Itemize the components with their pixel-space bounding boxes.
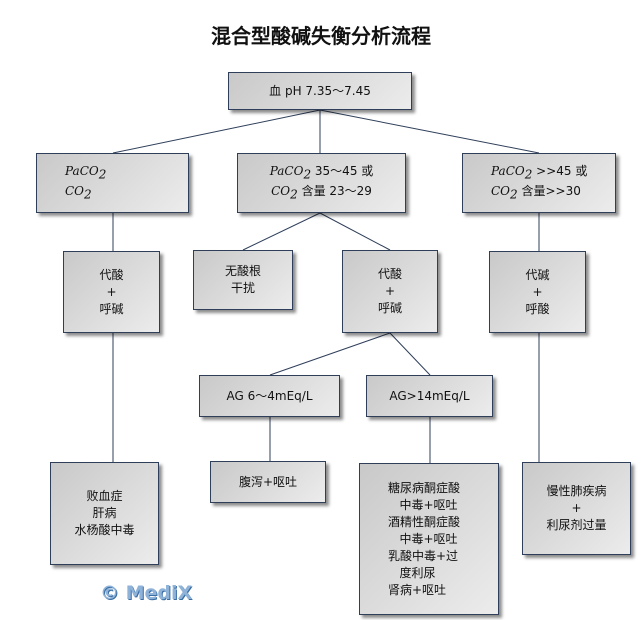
subscript: 2 (303, 167, 312, 181)
subscript: 2 (98, 167, 107, 181)
ag-normal-box: AG 6～4mEq/L (199, 375, 340, 417)
diagram-title: 混合型酸碱失衡分析流程 (211, 24, 431, 48)
co2-range: 含量 23～29 (297, 184, 372, 198)
paco2-range: >>45 或 (532, 163, 588, 178)
metabolic-acidosis-resp-alkalosis-left: 代酸 + 呼碱 (63, 251, 160, 333)
paco2-range: 35～45 或 (311, 163, 374, 178)
connector (319, 109, 540, 154)
connector (242, 212, 321, 251)
paco2-high-box: PaCO2 >>45 或 CO2 含量>>30 (462, 153, 616, 213)
co2-range: 含量>>30 (517, 184, 581, 198)
metabolic-acidosis-resp-alkalosis-mid: 代酸 + 呼碱 (342, 250, 438, 333)
subscript: 2 (524, 167, 533, 181)
connector (269, 332, 391, 376)
diarrhea-vomiting-box: 腹泻+呕吐 (210, 461, 326, 503)
connector (319, 212, 391, 251)
subscript: 2 (84, 187, 92, 202)
causes-right-box: 慢性肺疾病 + 利尿剂过量 (522, 462, 631, 555)
root-ph-box: 血 pH 7.35～7.45 (228, 72, 412, 110)
no-anion-interference-box: 无酸根 干扰 (193, 250, 293, 310)
paco2-label: PaCO (269, 163, 304, 178)
paco2-normal-box: PaCO2 35～45 或 CO2 含量 23～29 (237, 153, 406, 213)
subscript: 2 (510, 187, 518, 202)
metabolic-alkalosis-resp-acidosis: 代碱 + 呼酸 (489, 251, 586, 333)
paco2-label: PaCO (65, 163, 99, 178)
paco2-left-box: PaCO2 CO2 (36, 153, 189, 213)
connector (389, 332, 431, 376)
high-ag-causes-box: 糖尿病酮症酸 中毒+呕吐 酒精性酮症酸 中毒+呕吐 乳酸中毒+过 度利尿 肾病+… (359, 463, 499, 615)
co2-label: CO (65, 184, 85, 198)
co2-label: CO (271, 184, 291, 198)
causes-left-box: 败血症 肝病 水杨酸中毒 (50, 462, 159, 565)
paco2-label: PaCO (491, 163, 525, 178)
subscript: 2 (290, 187, 298, 202)
connector (112, 109, 321, 154)
co2-label: CO (491, 184, 511, 198)
medix-watermark: © MediX (100, 582, 193, 604)
ag-high-box: AG>14mEq/L (366, 375, 493, 417)
